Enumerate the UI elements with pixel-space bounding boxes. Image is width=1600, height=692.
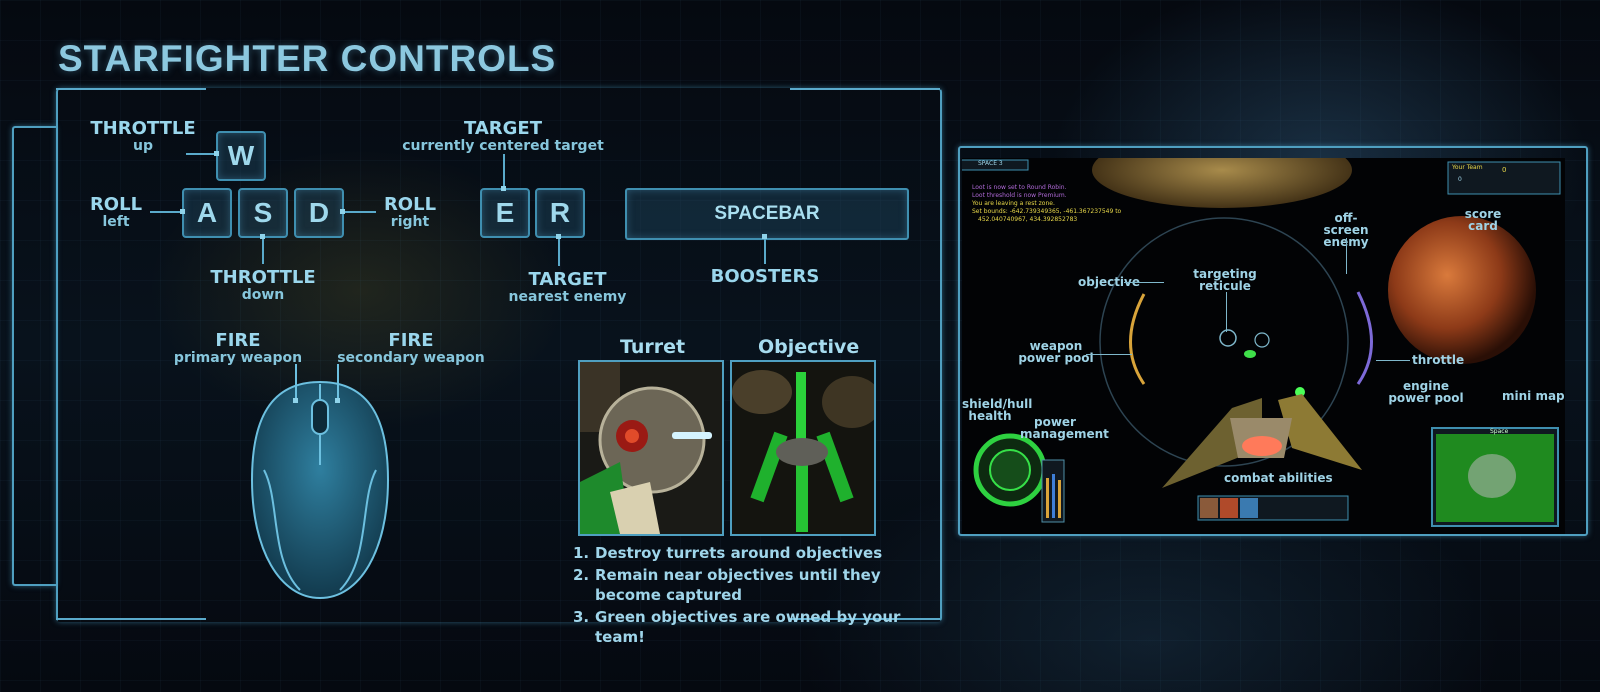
hud-label-throttle: throttle bbox=[1412, 353, 1465, 367]
hud-label-weapon-power-pool: weapon power pool bbox=[1018, 339, 1094, 365]
hud-label-objective: objective bbox=[1078, 275, 1141, 289]
chat-line: Loot is now set to Round Robin. bbox=[972, 184, 1067, 191]
left-bracket bbox=[12, 126, 56, 586]
turret-heading: Turret bbox=[620, 336, 686, 358]
key-d: D bbox=[294, 188, 344, 238]
chat-line: Set bounds: -642.739349365, -461.3672375… bbox=[972, 208, 1122, 215]
turret-art bbox=[580, 362, 722, 534]
step-item: 1.Destroy turrets around objectives bbox=[573, 544, 883, 562]
connector-dot bbox=[340, 209, 345, 214]
key-r: R bbox=[535, 188, 585, 238]
hud-line bbox=[1086, 354, 1132, 355]
connector-boosters bbox=[764, 236, 766, 264]
hud-label-engine-power-pool: engine power pool bbox=[1388, 379, 1464, 405]
frame-bottom-right bbox=[790, 618, 940, 620]
hud-space-tag: SPACE 3 bbox=[978, 160, 1003, 167]
key-spacebar: SPACEBAR bbox=[625, 188, 909, 240]
connector-roll-left bbox=[150, 211, 182, 213]
hud-label-score-card: score card bbox=[1464, 207, 1502, 233]
step-item: 3.Green objectives are owned by your tea… bbox=[573, 608, 901, 646]
step-item: 2.Remain near objectives until they beco… bbox=[573, 566, 881, 604]
hud-line bbox=[1226, 292, 1227, 332]
connector-target-centered bbox=[503, 154, 505, 188]
key-a: A bbox=[182, 188, 232, 238]
key-e: E bbox=[480, 188, 530, 238]
hud-label-off-screen-enemy: off-screen enemy bbox=[1323, 211, 1369, 248]
hud-team-score: 0 bbox=[1458, 176, 1462, 183]
hud-line bbox=[1124, 282, 1164, 283]
objective-art bbox=[732, 362, 874, 534]
chat-line: Loot threshold is now Premium. bbox=[972, 192, 1067, 199]
hud-line bbox=[1346, 238, 1347, 274]
connector-roll-right bbox=[342, 211, 376, 213]
key-w: W bbox=[216, 131, 266, 181]
key-s: S bbox=[238, 188, 288, 238]
hud-map-title: Space bbox=[1490, 428, 1509, 435]
hud-art bbox=[962, 158, 1565, 534]
chat-line: 452.040740967, 434.392852783 bbox=[978, 216, 1078, 223]
hud-label-combat-abilities: combat abilities bbox=[1224, 471, 1333, 485]
turret-image bbox=[578, 360, 724, 536]
hud-screenshot: Loot is now set to Round Robin. Loot thr… bbox=[962, 158, 1565, 534]
connector-dot bbox=[260, 234, 265, 239]
objective-steps: 1.Destroy turrets around objectives 2.Re… bbox=[573, 543, 943, 649]
hud-line bbox=[1376, 360, 1410, 361]
frame-top-right bbox=[790, 88, 940, 90]
frame-top-left bbox=[56, 88, 206, 90]
connector-dot bbox=[214, 151, 219, 156]
chat-line: You are leaving a rest zone. bbox=[972, 200, 1055, 207]
hud-label-targeting-reticule: targeting reticule bbox=[1193, 267, 1257, 293]
connector-dot bbox=[501, 186, 506, 191]
hud-label-power-management: power management bbox=[1020, 415, 1109, 441]
controls-panel-frame bbox=[56, 88, 942, 622]
connector-dot bbox=[762, 234, 767, 239]
label-boosters: BOOSTERS bbox=[710, 266, 820, 287]
connector-dot bbox=[180, 209, 185, 214]
hud-enemy-score: 0 bbox=[1502, 166, 1507, 174]
frame-bottom-left bbox=[56, 618, 206, 620]
connector-throttle-down bbox=[262, 236, 264, 264]
objective-image bbox=[730, 360, 876, 536]
mouse-illustration bbox=[250, 364, 390, 600]
hud-frame bbox=[958, 146, 1588, 536]
hud-chat: Loot is now set to Round Robin. Loot thr… bbox=[972, 184, 1121, 224]
hud-label-shield-hull-health: shield/hull health bbox=[962, 397, 1033, 423]
hud-label-mini-map: mini map bbox=[1502, 389, 1565, 403]
objective-heading: Objective bbox=[758, 336, 860, 358]
hud-team-label: Your Team bbox=[1452, 164, 1483, 171]
connector-dot bbox=[556, 234, 561, 239]
connector-target-nearest bbox=[558, 236, 560, 266]
page-title: STARFIGHTER CONTROLS bbox=[58, 38, 557, 79]
connector-throttle-up bbox=[186, 153, 216, 155]
